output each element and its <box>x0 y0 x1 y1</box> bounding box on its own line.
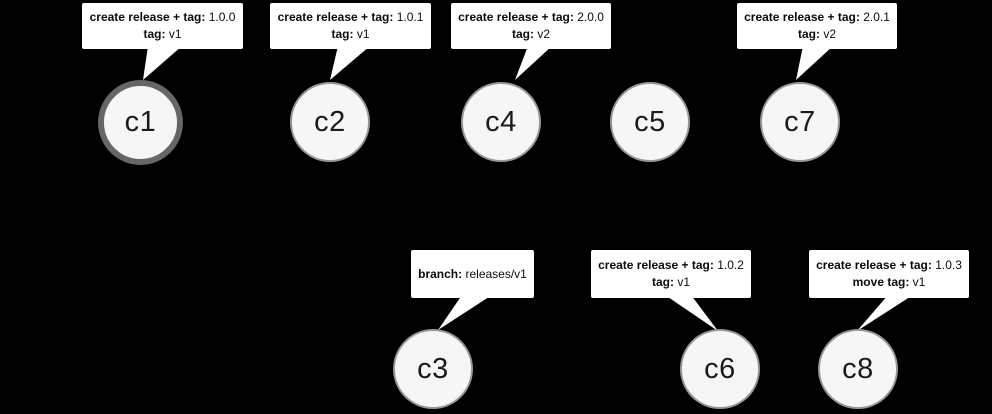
callout-value: 1.0.2 <box>717 258 744 272</box>
callout-c4: create release + tag: 2.0.0 tag: v2 <box>451 3 611 49</box>
callout-label: tag: <box>511 27 534 41</box>
callout-value: v2 <box>537 27 551 41</box>
callout-value: 1.0.0 <box>208 10 236 24</box>
callout-label: create release + tag: <box>598 258 714 272</box>
callout-c3: branch: releases/v1 <box>411 250 534 298</box>
callout-line: create release + tag: 1.0.1 <box>270 9 431 26</box>
callout-label: create release + tag: <box>816 258 932 272</box>
commit-node-c1: c1 <box>98 80 183 165</box>
callout-label: tag: <box>797 27 820 41</box>
callout-line: create release + tag: 2.0.1 <box>737 9 897 26</box>
commit-label: c7 <box>784 105 816 138</box>
commit-label: c5 <box>634 105 666 138</box>
callout-c8: create release + tag: 1.0.3 move tag: v1 <box>809 250 969 298</box>
callout-line: tag: v1 <box>591 274 751 291</box>
commit-node-c6: c6 <box>680 329 760 409</box>
commit-node-c7: c7 <box>760 82 840 162</box>
callout-c2: create release + tag: 1.0.1 tag: v1 <box>270 3 431 49</box>
callout-line: tag: v1 <box>270 26 431 43</box>
callout-label: move tag: <box>852 275 910 289</box>
commit-node-c5: c5 <box>610 82 690 162</box>
commit-label: c3 <box>417 352 449 385</box>
callout-c6: create release + tag: 1.0.2 tag: v1 <box>591 250 751 298</box>
callout-value: 1.0.3 <box>935 258 962 272</box>
callout-label: branch: <box>418 266 463 281</box>
callout-line: create release + tag: 1.0.3 <box>809 257 969 274</box>
callout-value: v1 <box>168 27 182 41</box>
callout-line: move tag: v1 <box>809 274 969 291</box>
callout-line: create release + tag: 1.0.2 <box>591 257 751 274</box>
callout-line: tag: v2 <box>451 26 611 43</box>
callout-line: create release + tag: 2.0.0 <box>451 9 611 26</box>
commit-node-c2: c2 <box>290 82 370 162</box>
callout-value: 1.0.1 <box>396 10 424 24</box>
commit-label: c6 <box>704 352 736 385</box>
commit-node-c3: c3 <box>393 329 473 409</box>
commit-node-c4: c4 <box>461 82 541 162</box>
callout-value: 2.0.0 <box>577 10 604 24</box>
callout-line: tag: v2 <box>737 26 897 43</box>
callout-tail-c8 <box>857 295 913 331</box>
callout-line: tag: v1 <box>82 26 243 43</box>
callout-c1: create release + tag: 1.0.0 tag: v1 <box>82 3 243 49</box>
commit-label: c2 <box>314 105 346 138</box>
callout-value: 2.0.1 <box>863 10 890 24</box>
callout-value: v1 <box>912 275 926 289</box>
callout-value: v1 <box>356 27 370 41</box>
callout-line: create release + tag: 1.0.0 <box>82 9 243 26</box>
callout-line: branch: releases/v1 <box>411 266 534 283</box>
callout-value: releases/v1 <box>465 266 527 281</box>
callout-label: create release + tag: <box>277 10 394 24</box>
commit-node-c8: c8 <box>818 329 898 409</box>
callout-label: create release + tag: <box>458 10 574 24</box>
callout-label: tag: <box>651 275 674 289</box>
callout-value: v2 <box>823 27 837 41</box>
callout-tail-c2 <box>330 46 370 80</box>
callout-value: v1 <box>677 275 691 289</box>
callout-tail-c7 <box>796 46 833 80</box>
callout-label: tag: <box>143 27 166 41</box>
callout-label: create release + tag: <box>744 10 860 24</box>
callout-tail-c6 <box>665 295 718 331</box>
commit-label: c8 <box>842 352 874 385</box>
commit-label: c1 <box>124 106 157 138</box>
callout-c7: create release + tag: 2.0.1 tag: v2 <box>737 3 897 49</box>
callout-tail-c4 <box>515 46 552 80</box>
callout-label: tag: <box>331 27 354 41</box>
callout-label: create release + tag: <box>89 10 206 24</box>
callout-tail-c3 <box>438 295 492 330</box>
commit-label: c4 <box>485 105 517 138</box>
callout-tail-c1 <box>143 46 182 80</box>
